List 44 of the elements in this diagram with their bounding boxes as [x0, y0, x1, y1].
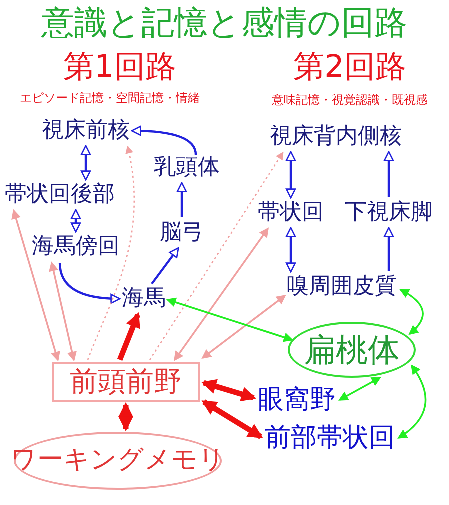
region-label: 視床前核	[42, 118, 130, 144]
arrow	[202, 400, 263, 440]
arrow	[202, 295, 286, 359]
arrow	[398, 364, 427, 439]
arrow	[286, 151, 296, 199]
arrow	[117, 313, 141, 362]
region-label: 前部帯状回	[265, 424, 395, 454]
arrow	[49, 262, 77, 362]
region-ellipse: 扁桃体	[288, 322, 416, 378]
function-list: 意味記憶・視覚認識・既視感	[255, 94, 445, 108]
circuit-heading: 第2回路	[292, 50, 408, 86]
arrow	[174, 228, 269, 362]
region-box: 前頭前野	[52, 362, 200, 402]
arrow	[70, 209, 82, 233]
title: 意識と記憶と感情の回路	[40, 4, 408, 42]
arrow	[176, 182, 188, 217]
arrow	[118, 402, 134, 432]
arrow	[12, 210, 60, 362]
circuit-heading: 第1回路	[62, 50, 178, 86]
arrow	[384, 151, 394, 197]
arrow	[202, 379, 256, 402]
arrow	[80, 145, 92, 181]
region-label: 帯状回後部	[5, 182, 115, 208]
arrow	[131, 126, 198, 156]
arrow	[87, 146, 135, 360]
region-label: 海馬傍回	[32, 234, 120, 260]
arrow	[149, 152, 284, 360]
arrow	[286, 227, 296, 273]
arrow	[58, 262, 121, 304]
region-label: 下視床脚	[345, 200, 433, 226]
region-label: 嗅周囲皮質	[287, 274, 397, 300]
arrow	[400, 289, 424, 335]
region-label: 乳頭体	[154, 155, 220, 180]
arrow	[166, 298, 294, 342]
region-label: 眼窩野	[258, 386, 336, 416]
arrow	[338, 377, 382, 401]
region-label: 帯状回	[258, 200, 324, 226]
region-ellipse: ワーキングメモリ	[14, 432, 222, 490]
function-list: エピソード記憶・空間記憶・情緒	[0, 92, 220, 106]
arrow	[384, 227, 394, 271]
region-label: 視床背内側核	[270, 124, 402, 150]
region-label: 脳弓	[160, 220, 204, 246]
region-label: 海馬	[122, 286, 166, 312]
arrow	[151, 247, 180, 285]
